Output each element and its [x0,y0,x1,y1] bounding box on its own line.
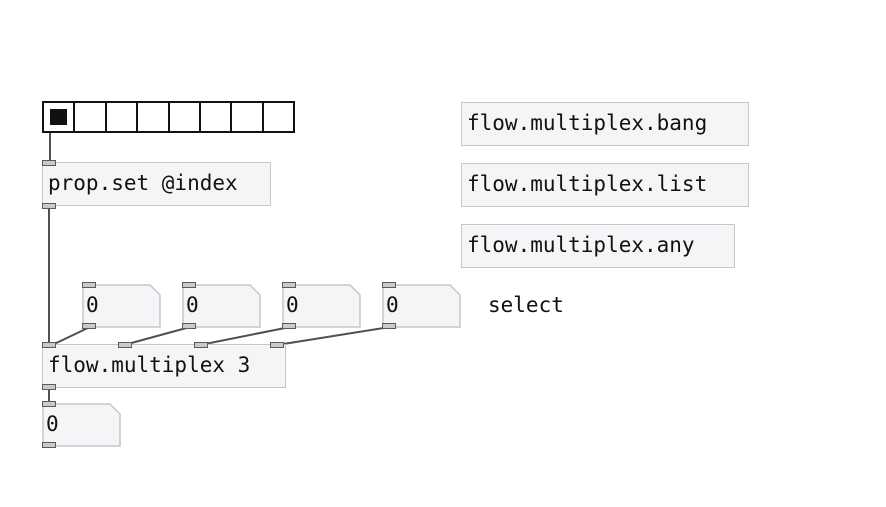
help-any-label: flow.multiplex.any [467,233,695,257]
number-box-0[interactable]: 0 [82,284,162,328]
help-object-any[interactable]: flow.multiplex.any [461,224,735,268]
radio-cell-5[interactable] [201,103,233,131]
number-box-1-outlet[interactable] [182,323,196,329]
cord-num1-to-multiplex [123,326,191,346]
number-value: 0 [386,293,399,317]
multiplex-inlet-1[interactable] [118,342,132,348]
help-object-list[interactable]: flow.multiplex.list [461,163,749,207]
multiplex-inlet-0[interactable] [42,342,56,348]
number-value: 0 [186,293,199,317]
multiplex-inlet-2[interactable] [194,342,208,348]
select-comment: select [488,293,564,317]
number-box-output-inlet[interactable] [42,401,56,407]
radio-cell-3[interactable] [138,103,170,131]
radio-cell-6[interactable] [232,103,264,131]
radio-cell-1[interactable] [75,103,107,131]
cord-num0-to-multiplex [51,326,91,346]
number-box-3-outlet[interactable] [382,323,396,329]
radio-cell-0[interactable] [44,103,76,131]
number-box-shape [82,284,161,328]
radio-cell-7[interactable] [264,103,293,131]
number-box-output[interactable]: 0 [42,403,122,447]
number-box-0-outlet[interactable] [82,323,96,329]
multiplex-outlet[interactable] [42,384,56,390]
number-box-shape [42,403,121,447]
number-box-1-inlet[interactable] [182,282,196,288]
radio-cell-4[interactable] [170,103,201,131]
help-object-bang[interactable]: flow.multiplex.bang [461,102,749,146]
hradio-selector[interactable] [42,101,295,133]
number-box-shape [282,284,361,328]
cord-num3-to-multiplex [276,326,391,346]
number-box-2[interactable]: 0 [282,284,362,328]
help-list-label: flow.multiplex.list [467,172,708,196]
number-box-shape [382,284,461,328]
flow-multiplex-object[interactable]: flow.multiplex 3 [42,344,286,388]
number-box-shape [182,284,261,328]
number-box-2-inlet[interactable] [282,282,296,288]
number-value: 0 [86,293,99,317]
prop-set-inlet[interactable] [42,160,56,166]
number-box-2-outlet[interactable] [282,323,296,329]
number-box-output-outlet[interactable] [42,442,56,448]
multiplex-inlet-3[interactable] [270,342,284,348]
prop-set-label: prop.set @index [48,171,238,195]
radio-cell-2[interactable] [107,103,139,131]
help-bang-label: flow.multiplex.bang [467,111,708,135]
number-box-3[interactable]: 0 [382,284,462,328]
number-box-1[interactable]: 0 [182,284,262,328]
number-box-0-inlet[interactable] [82,282,96,288]
prop-set-object[interactable]: prop.set @index [42,162,271,206]
flow-multiplex-label: flow.multiplex 3 [48,353,251,377]
number-value: 0 [286,293,299,317]
number-value: 0 [46,412,59,436]
number-box-3-inlet[interactable] [382,282,396,288]
prop-set-outlet[interactable] [42,203,56,209]
